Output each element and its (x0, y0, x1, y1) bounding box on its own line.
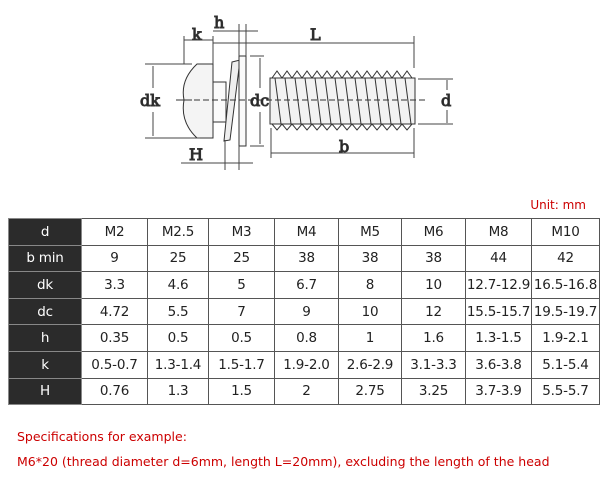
table-cell: 15.5-15.7 (465, 297, 532, 326)
table-cell: 0.5 (147, 324, 209, 352)
row-header: H (8, 377, 82, 406)
table-cell: 5.5 (147, 297, 209, 326)
table-cell: 8 (338, 271, 402, 299)
table-cell: 1.5-1.7 (208, 350, 275, 379)
table-cell: 25 (147, 244, 209, 273)
table-cell: M8 (465, 218, 532, 246)
row-header: dk (8, 271, 82, 299)
table-cell: 1.9-2.0 (274, 350, 339, 379)
table-cell: 19.5-19.7 (531, 297, 600, 326)
row-header: b min (8, 244, 82, 273)
table-cell: M5 (338, 218, 402, 246)
table-cell: 0.5 (208, 324, 275, 352)
label-dk: dk (140, 91, 160, 110)
label-L: L (310, 25, 321, 44)
screw-head (176, 63, 214, 139)
table-cell: 38 (338, 244, 402, 273)
notes-title: Specifications for example: (17, 429, 187, 444)
table-cell: 1.3-1.5 (465, 324, 532, 352)
label-b: b (339, 137, 349, 156)
table-cell: M3 (208, 218, 275, 246)
table-cell: M6 (401, 218, 466, 246)
label-H: H (189, 145, 203, 164)
row-header: k (8, 350, 82, 379)
label-h: h (214, 13, 224, 32)
table-cell: 3.7-3.9 (465, 377, 532, 406)
row-header: d (8, 218, 82, 246)
table-cell: 25 (208, 244, 275, 273)
table-cell: 0.35 (81, 324, 148, 352)
table-cell: 1.9-2.1 (531, 324, 600, 352)
table-cell: M10 (531, 218, 600, 246)
table-cell: 3.25 (401, 377, 466, 406)
table-cell: 5.5-5.7 (531, 377, 600, 406)
screw-dimension-drawing: k h L dk dc d b H (140, 13, 453, 170)
table-cell: 44 (465, 244, 532, 273)
washers (212, 55, 247, 147)
table-cell: M4 (274, 218, 339, 246)
table-cell: 1 (338, 324, 402, 352)
table-cell: 16.5-16.8 (531, 271, 600, 299)
table-cell: 10 (338, 297, 402, 326)
table-cell: 42 (531, 244, 600, 273)
table-cell: 4.72 (81, 297, 148, 326)
table-cell: 5.1-5.4 (531, 350, 600, 379)
table-cell: 3.1-3.3 (401, 350, 466, 379)
table-cell: 1.3-1.4 (147, 350, 209, 379)
table-cell: 1.3 (147, 377, 209, 406)
table-cell: 4.6 (147, 271, 209, 299)
table-cell: 12 (401, 297, 466, 326)
table-cell: M2 (81, 218, 148, 246)
label-d: d (441, 91, 451, 110)
notes-example: M6*20 (thread diameter d=6mm, length L=2… (17, 454, 550, 469)
table-cell: 9 (274, 297, 339, 326)
table-cell: 3.3 (81, 271, 148, 299)
table-cell: 1.5 (208, 377, 275, 406)
dimension-lines (145, 24, 453, 170)
unit-label: Unit: mm (530, 198, 586, 212)
row-header: h (8, 324, 82, 352)
table-cell: 2 (274, 377, 339, 406)
table-cell: 5 (208, 271, 275, 299)
table-cell: 9 (81, 244, 148, 273)
table-cell: 0.5-0.7 (81, 350, 148, 379)
table-cell: 0.76 (81, 377, 148, 406)
table-cell: 6.7 (274, 271, 339, 299)
table-cell: 10 (401, 271, 466, 299)
table-cell: 12.7-12.9 (465, 271, 532, 299)
threaded-shaft (176, 70, 425, 131)
label-dc: dc (250, 91, 269, 110)
table-cell: 38 (274, 244, 339, 273)
table-cell: 38 (401, 244, 466, 273)
table-cell: M2.5 (147, 218, 209, 246)
table-cell: 7 (208, 297, 275, 326)
row-header: dc (8, 297, 82, 326)
table-cell: 2.6-2.9 (338, 350, 402, 379)
table-cell: 2.75 (338, 377, 402, 406)
table-cell: 1.6 (401, 324, 466, 352)
table-cell: 3.6-3.8 (465, 350, 532, 379)
label-k: k (192, 25, 202, 44)
table-cell: 0.8 (274, 324, 339, 352)
